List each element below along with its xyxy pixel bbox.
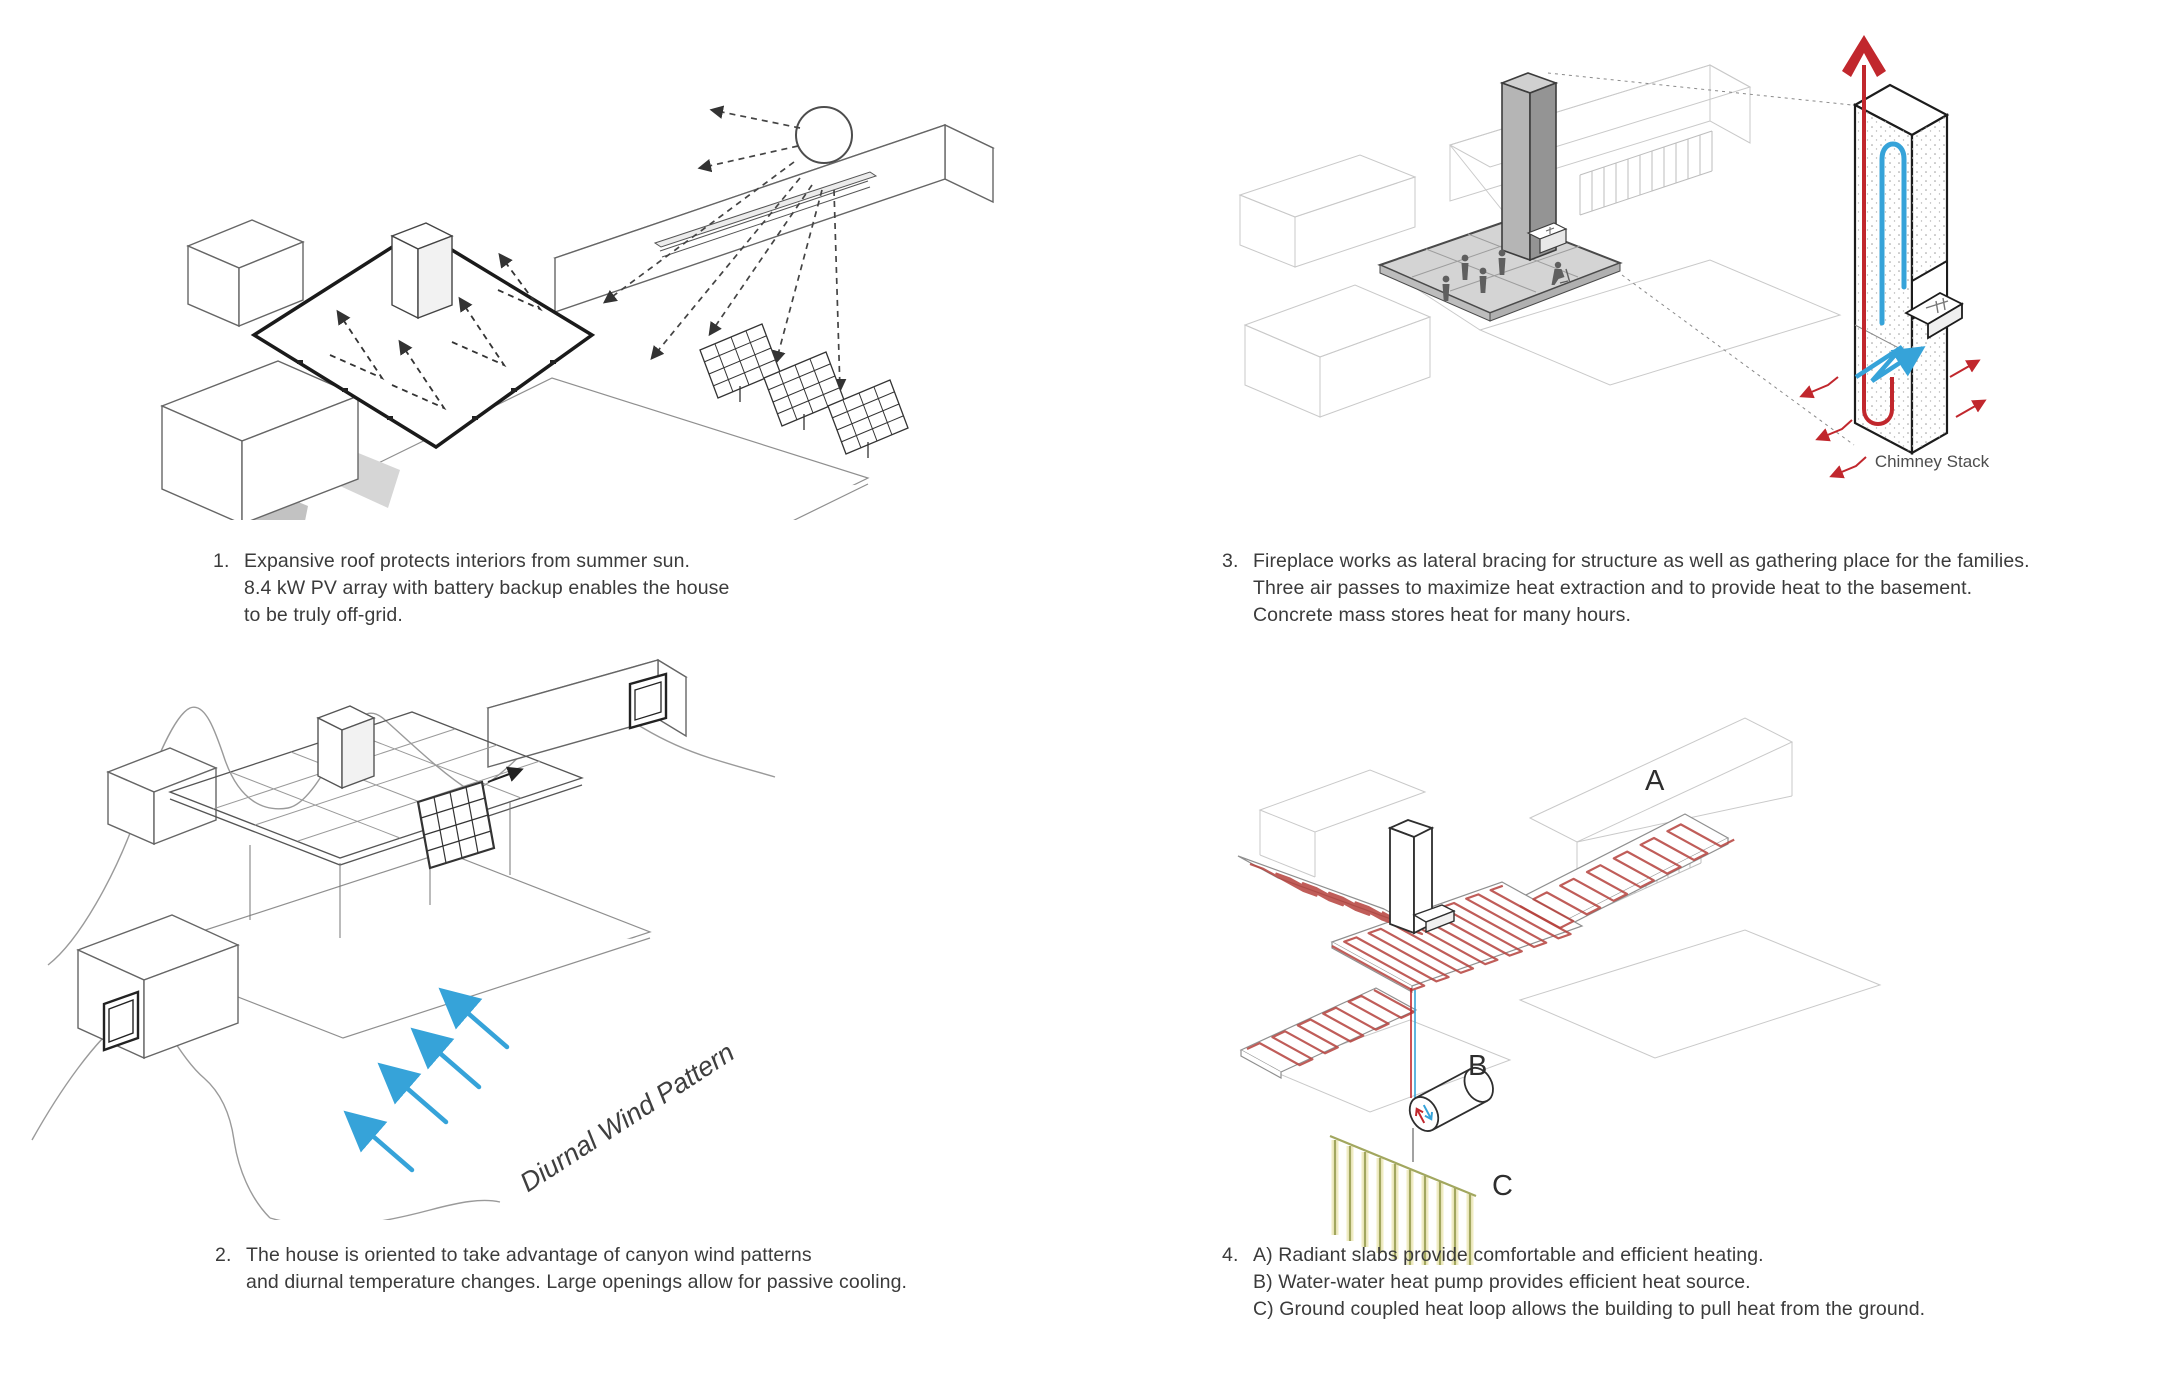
exhaust-riser-red	[1842, 35, 1894, 426]
vent-arrow	[487, 766, 524, 783]
wind-arrows	[343, 987, 510, 1173]
sun-rays	[602, 105, 847, 393]
caption-2: 2. The house is oriented to take advanta…	[215, 1242, 907, 1296]
guest-box	[76, 914, 240, 1060]
chimney-stack-label: Chimney Stack	[1875, 452, 1990, 471]
upper-box	[186, 219, 305, 328]
wind-pattern-label: Diurnal Wind Pattern	[515, 1037, 740, 1198]
wireframe-house	[1238, 64, 1842, 418]
diagram-radiant-heating: A B C	[1237, 717, 1882, 1265]
upper-box	[106, 747, 218, 846]
intake-arrow-blue	[1854, 345, 1926, 383]
pump-b-label: B	[1468, 1050, 1487, 1082]
caption-3-number: 3.	[1222, 550, 1239, 572]
pv-panel	[827, 379, 909, 458]
pv-array	[699, 323, 909, 458]
coil-sw-wing	[1246, 989, 1416, 1067]
fireplace-tower	[1499, 72, 1568, 262]
window-grid	[416, 780, 496, 870]
long-bar-wing	[486, 658, 688, 768]
air-loop-blue	[1879, 141, 1907, 326]
guest-box	[160, 360, 360, 520]
pv-panel	[763, 351, 845, 430]
people-figures	[1442, 249, 1571, 301]
heat-pump-cylinder	[1408, 1066, 1494, 1132]
ground-plane	[136, 851, 652, 1039]
long-bar-wing	[553, 123, 995, 313]
caption-1: 1. Expansive roof protects interiors fro…	[213, 548, 729, 629]
caption-4-text: A) Radiant slabs provide comfortable and…	[1253, 1244, 1926, 1320]
coil-west-wing	[1249, 862, 1424, 936]
fireplace-tower	[1387, 819, 1456, 935]
caption-3-text: Fireplace works as lateral bracing for s…	[1253, 550, 2030, 626]
ground-loop	[1329, 1134, 1477, 1265]
caption-4: 4. A) Radiant slabs provide comfortable …	[1222, 1242, 1925, 1323]
detail-leader-lines	[1547, 72, 1855, 446]
radiant-coils	[1246, 823, 1735, 1067]
roof-chimney-box	[316, 705, 376, 790]
roof-chimney-box	[390, 222, 454, 320]
radiant-heat-arrows	[1799, 359, 1987, 479]
caption-3: 3. Fireplace works as lateral bracing fo…	[1222, 548, 2030, 629]
seated-figure	[1551, 261, 1571, 285]
loop-c-label: C	[1492, 1170, 1513, 1202]
caption-2-number: 2.	[215, 1244, 232, 1266]
diagram-fireplace-chimney: Chimney Stack	[1238, 35, 1990, 479]
roof-airflow-arrows	[329, 252, 543, 411]
caption-1-text: Expansive roof protects interiors from s…	[244, 550, 730, 626]
caption-4-number: 4.	[1222, 1244, 1239, 1266]
pv-panel	[699, 323, 781, 402]
caption-1-number: 1.	[213, 550, 230, 572]
supply-pipes	[1410, 988, 1416, 1162]
caption-2-text: The house is oriented to take advantage …	[246, 1244, 908, 1293]
diagram-canyon-wind: Diurnal Wind Pattern	[31, 658, 776, 1220]
firebox	[1904, 291, 1964, 340]
coil-center-slab	[1331, 884, 1572, 992]
diagram-summer-sun-pv	[160, 105, 995, 520]
coil-ne-wing	[1519, 823, 1735, 930]
slab-a-label: A	[1645, 765, 1665, 797]
window-mullions	[1579, 130, 1713, 216]
chimney-stack-detail: Chimney Stack	[1799, 35, 1990, 479]
sun-icon	[795, 106, 853, 164]
